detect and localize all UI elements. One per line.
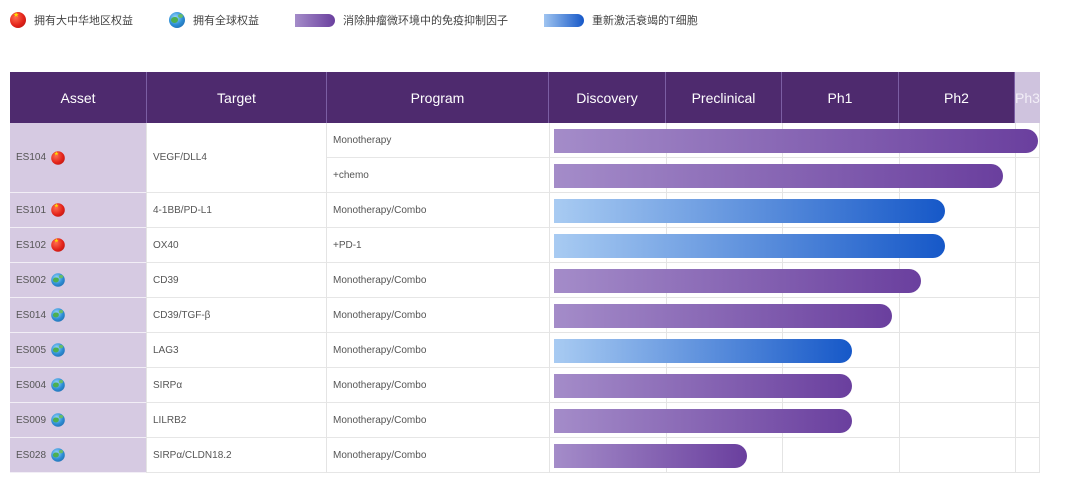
legend-item-china-rights: 拥有大中华地区权益: [10, 12, 133, 28]
program-cell: Monotherapy: [327, 123, 549, 158]
progress-bar-es014: [554, 304, 892, 328]
header-discovery: Discovery: [549, 72, 666, 123]
target-cell: OX40: [147, 228, 326, 263]
header-target: Target: [147, 72, 327, 123]
globe-icon: [51, 308, 65, 322]
china-flag-icon: [10, 12, 26, 28]
grid-line-vertical: [666, 123, 667, 473]
grid-line-vertical: [1015, 123, 1016, 473]
grid-line-horizontal: [549, 332, 1040, 333]
grid-line-horizontal: [549, 227, 1040, 228]
target-cell: LAG3: [147, 333, 326, 368]
program-cell: Monotherapy/Combo: [327, 333, 549, 368]
asset-cell: ES101: [10, 193, 146, 228]
grid-line-horizontal: [549, 472, 1040, 473]
asset-cell: ES002: [10, 263, 146, 298]
asset-name: ES002: [16, 274, 47, 286]
asset-name: ES102: [16, 239, 47, 251]
legend-item-purple-category: 消除肿瘤微环境中的免疫抑制因子: [295, 12, 508, 28]
program-cell: +chemo: [327, 158, 549, 193]
target-cell: CD39: [147, 263, 326, 298]
blue-bar-swatch: [544, 13, 584, 27]
header-ph3: Ph3: [1015, 72, 1040, 123]
grid-line-vertical: [899, 123, 900, 473]
pipeline-table: Asset Target Program Discovery Preclinic…: [10, 72, 1040, 473]
header-ph1: Ph1: [782, 72, 899, 123]
target-cell: 4-1BB/PD-L1: [147, 193, 326, 228]
progress-bar-es005: [554, 339, 852, 363]
grid-line-horizontal: [549, 262, 1040, 263]
progress-bar-es009: [554, 409, 852, 433]
legend-item-blue-category: 重新激活衰竭的T细胞: [544, 12, 698, 28]
legend: 拥有大中华地区权益 拥有全球权益 消除肿瘤微环境中的免疫抑制因子 重新激活衰竭的…: [10, 10, 734, 30]
china-flag-icon: [51, 150, 65, 165]
grid-line-vertical: [146, 123, 147, 473]
target-cell: VEGF/DLL4: [147, 123, 326, 193]
asset-cell: ES028: [10, 438, 146, 473]
header-ph2: Ph2: [899, 72, 1015, 123]
program-cell: Monotherapy/Combo: [327, 193, 549, 228]
asset-name: ES005: [16, 344, 47, 356]
header-asset: Asset: [10, 72, 147, 123]
progress-bar-es104: [554, 129, 1038, 153]
program-cell: Monotherapy/Combo: [327, 438, 549, 473]
legend-label: 消除肿瘤微环境中的免疫抑制因子: [343, 15, 508, 27]
grid-line-vertical: [782, 123, 783, 473]
target-cell: SIRPα: [147, 368, 326, 403]
grid-line-vertical: [326, 123, 327, 473]
legend-label: 拥有大中华地区权益: [34, 15, 133, 27]
asset-cell: ES102: [10, 228, 146, 263]
target-cell: SIRPα/CLDN18.2: [147, 438, 326, 473]
asset-name: ES014: [16, 309, 47, 321]
program-cell: Monotherapy/Combo: [327, 368, 549, 403]
grid-line-horizontal: [549, 157, 1040, 158]
grid-line-horizontal: [549, 192, 1040, 193]
globe-icon: [51, 343, 65, 357]
progress-bar-es002: [554, 269, 921, 293]
asset-column-bg: [10, 123, 146, 473]
progress-bar-es104: [554, 164, 1003, 188]
asset-cell: ES004: [10, 368, 146, 403]
program-cell: Monotherapy/Combo: [327, 263, 549, 298]
asset-name: ES004: [16, 379, 47, 391]
asset-cell: ES104: [10, 123, 146, 193]
asset-cell: ES014: [10, 298, 146, 333]
grid-line-horizontal: [549, 437, 1040, 438]
grid-line-vertical: [549, 123, 550, 473]
grid-line-vertical: [1039, 123, 1040, 473]
grid-line-horizontal: [549, 297, 1040, 298]
asset-name: ES028: [16, 449, 47, 461]
globe-icon: [169, 12, 185, 28]
grid-line-horizontal: [549, 402, 1040, 403]
header-program: Program: [327, 72, 549, 123]
progress-bar-es101: [554, 199, 945, 223]
progress-bar-es102: [554, 234, 945, 258]
program-cell: Monotherapy/Combo: [327, 403, 549, 438]
legend-item-global-rights: 拥有全球权益: [169, 12, 259, 28]
asset-cell: ES009: [10, 403, 146, 438]
china-flag-icon: [51, 238, 65, 252]
target-cell: CD39/TGF-β: [147, 298, 326, 333]
legend-label: 重新激活衰竭的T细胞: [592, 15, 698, 27]
purple-bar-swatch: [295, 13, 335, 27]
globe-icon: [51, 413, 65, 427]
progress-bar-es004: [554, 374, 852, 398]
header-preclinical: Preclinical: [666, 72, 782, 123]
program-cell: Monotherapy/Combo: [327, 298, 549, 333]
globe-icon: [51, 273, 65, 287]
target-cell: LILRB2: [147, 403, 326, 438]
globe-icon: [51, 378, 65, 392]
legend-label: 拥有全球权益: [193, 15, 259, 27]
table-header: Asset Target Program Discovery Preclinic…: [10, 72, 1040, 123]
china-flag-icon: [51, 203, 65, 217]
asset-name: ES009: [16, 414, 47, 426]
globe-icon: [51, 448, 65, 462]
progress-bar-es028: [554, 444, 747, 468]
asset-name: ES104: [16, 152, 47, 163]
grid-line-horizontal: [549, 367, 1040, 368]
program-cell: +PD-1: [327, 228, 549, 263]
asset-cell: ES005: [10, 333, 146, 368]
asset-name: ES101: [16, 204, 47, 216]
